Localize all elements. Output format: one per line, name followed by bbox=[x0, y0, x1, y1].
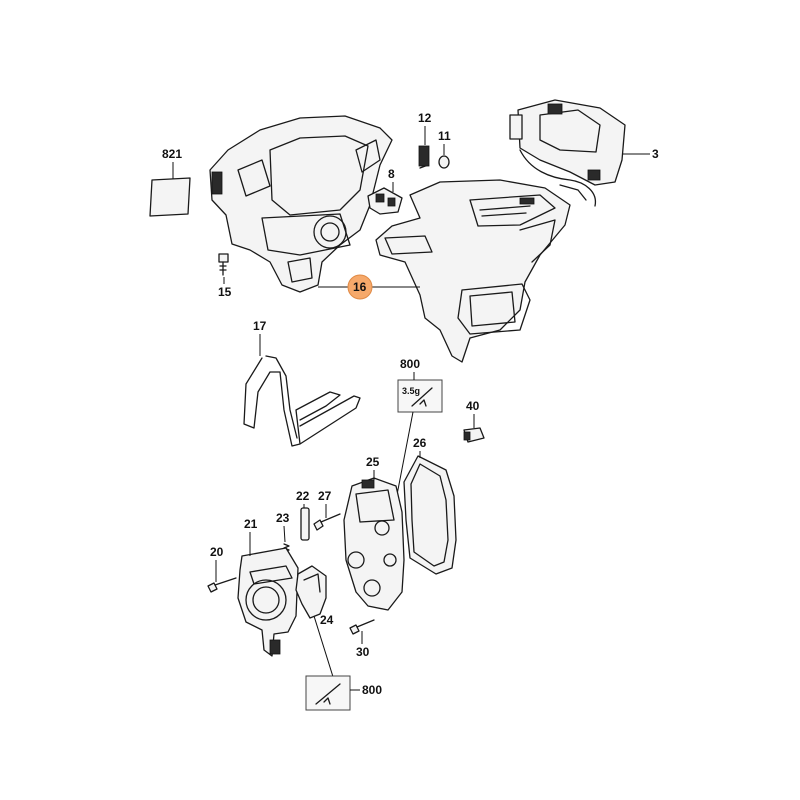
callout-8: 8 bbox=[388, 167, 395, 181]
callout-16-housing-set[interactable]: 16 bbox=[318, 274, 420, 300]
callout-821: 821 bbox=[162, 147, 182, 161]
callout-27: 27 bbox=[318, 489, 332, 503]
grease-quantity: 3.5g bbox=[402, 386, 420, 396]
part-12-spring[interactable] bbox=[418, 145, 430, 169]
part-3-switch-assembly[interactable] bbox=[509, 99, 626, 207]
callout-11: 11 bbox=[438, 129, 451, 143]
callout-800-lower: 800 bbox=[362, 683, 382, 697]
callout-24: 24 bbox=[320, 613, 334, 627]
part-40-block[interactable] bbox=[463, 427, 485, 443]
part-15-screw[interactable] bbox=[218, 253, 229, 276]
callout-12: 12 bbox=[418, 111, 432, 125]
part-24-lever[interactable] bbox=[295, 565, 327, 619]
part-25-gear-housing[interactable] bbox=[343, 477, 405, 611]
callout-40: 40 bbox=[466, 399, 480, 413]
callout-16: 16 bbox=[353, 280, 367, 294]
callout-26: 26 bbox=[413, 436, 427, 450]
callout-21: 21 bbox=[244, 517, 258, 531]
part-800-grease-box-lower[interactable] bbox=[305, 675, 351, 711]
callout-800-upper: 800 bbox=[400, 357, 420, 371]
part-30-screw[interactable] bbox=[349, 619, 375, 635]
part-8-lock-button[interactable] bbox=[367, 187, 403, 215]
callout-22: 22 bbox=[296, 489, 310, 503]
part-21-guard[interactable] bbox=[237, 547, 299, 657]
part-26-gasket[interactable] bbox=[403, 455, 457, 575]
part-821-label-card[interactable] bbox=[149, 177, 191, 217]
callout-17: 17 bbox=[253, 319, 267, 333]
callout-30: 30 bbox=[356, 645, 370, 659]
callout-20: 20 bbox=[210, 545, 224, 559]
callout-25: 25 bbox=[366, 455, 380, 469]
callout-3: 3 bbox=[652, 147, 659, 161]
part-housing-right[interactable] bbox=[375, 179, 571, 363]
part-housing-left[interactable] bbox=[209, 115, 393, 293]
part-11-ball[interactable] bbox=[438, 155, 450, 169]
part-20-screw[interactable] bbox=[207, 577, 237, 593]
callout-23: 23 bbox=[276, 511, 290, 525]
part-22-pin[interactable] bbox=[300, 507, 310, 541]
highlight-marker bbox=[347, 274, 373, 300]
part-800-grease-box-upper[interactable]: 3.5g bbox=[397, 379, 443, 413]
callout-15: 15 bbox=[218, 285, 232, 299]
part-27-screw[interactable] bbox=[313, 513, 341, 531]
part-17-belt-hook[interactable] bbox=[243, 355, 361, 447]
